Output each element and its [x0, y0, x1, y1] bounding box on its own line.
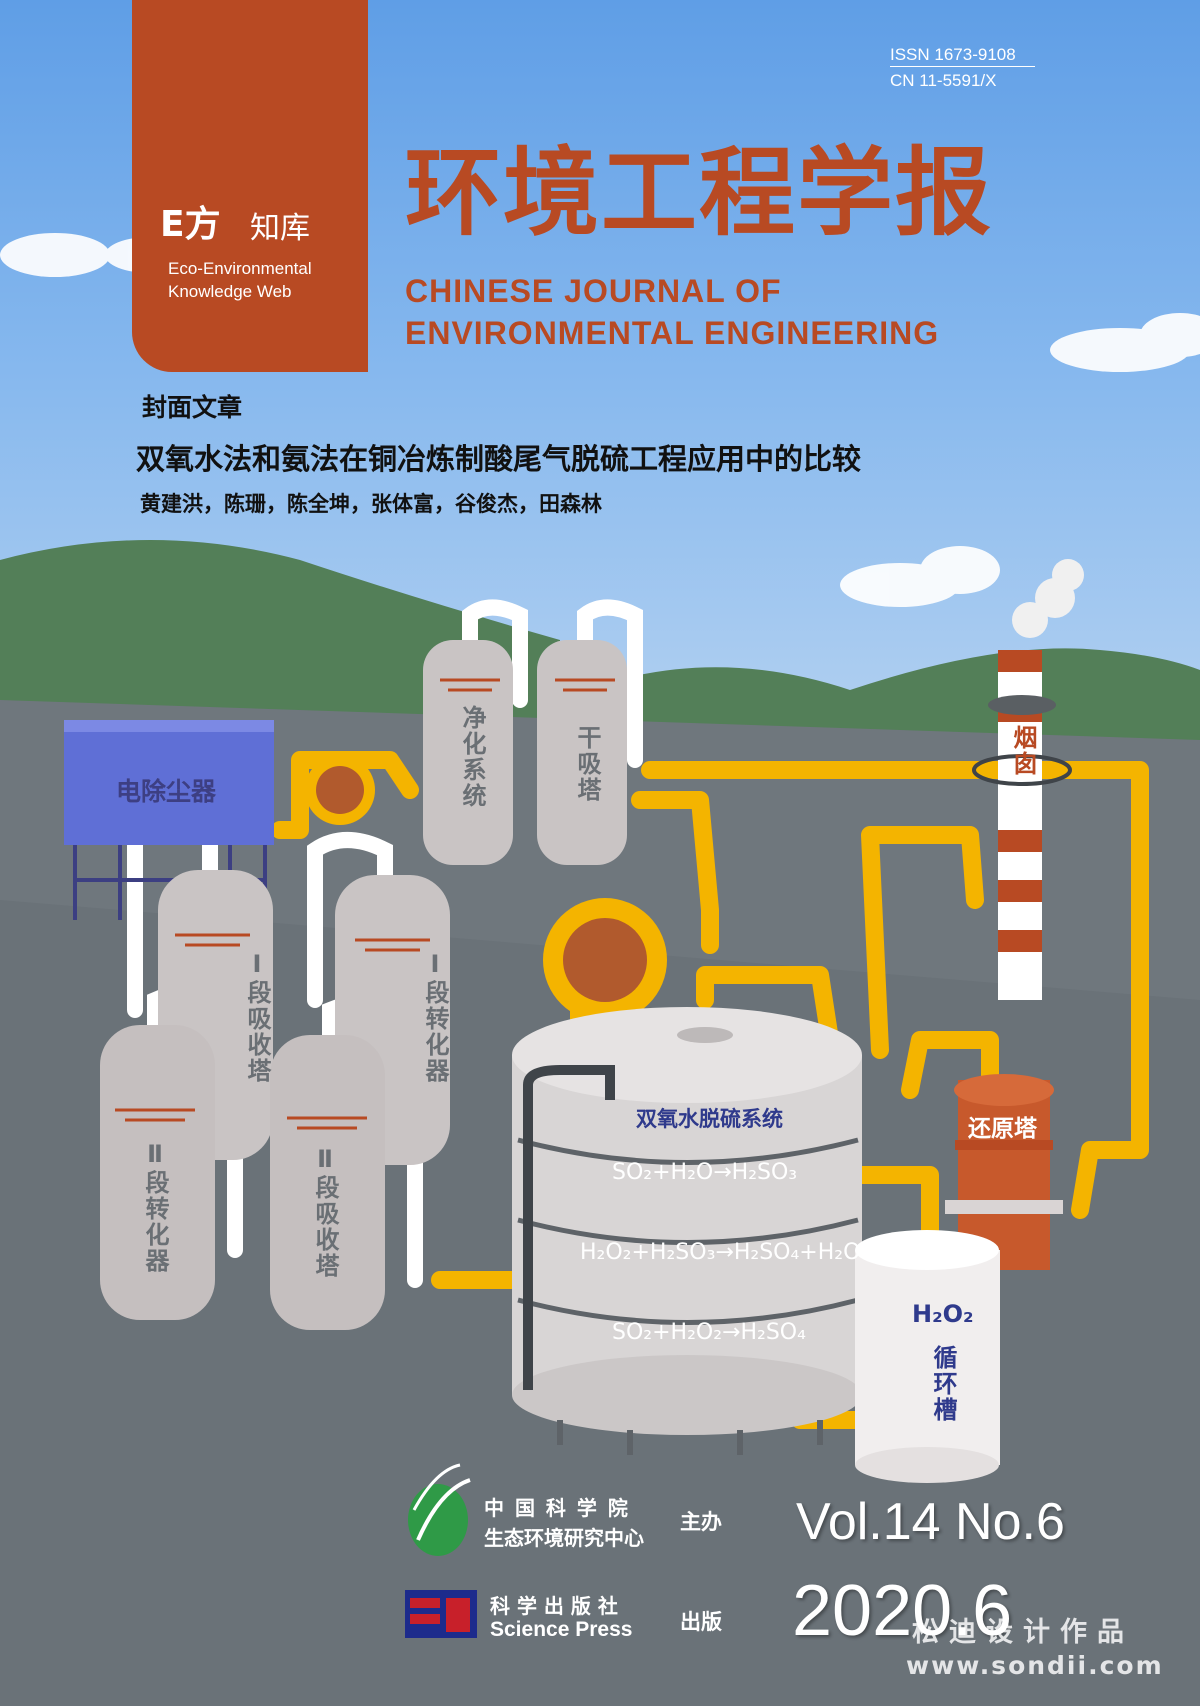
blower-small	[305, 755, 375, 825]
chimney	[972, 559, 1084, 1000]
journal-title-en: CHINESE JOURNAL OF ENVIRONMENTAL ENGINEE…	[405, 273, 940, 351]
cas-name-line2: 生态环境研究中心	[484, 1526, 644, 1550]
watermark-line2: www.sondii.com	[906, 1651, 1164, 1680]
label-conv1: Ⅰ段转化器	[421, 950, 449, 1084]
science-press-cn: 科 学 出 版 社	[490, 1594, 618, 1618]
cover-article-authors: 黄建洪，陈珊，陈全坤，张体富，谷俊杰，田森林	[140, 491, 602, 516]
publish-label: 出版	[680, 1610, 722, 1634]
equation-2: H₂O₂+H₂SO₃→H₂SO₄+H₂O	[580, 1240, 861, 1265]
science-press-logo	[405, 1590, 477, 1638]
label-conv2: Ⅱ段转化器	[141, 1140, 169, 1274]
issue-date: 2020.6	[792, 1571, 1013, 1651]
host-label: 主办	[680, 1510, 722, 1534]
label-dry-tower: 干吸塔	[573, 725, 601, 803]
blower-large	[543, 898, 667, 1035]
label-abs1: Ⅰ段吸收塔	[243, 950, 271, 1084]
front-towers	[100, 1025, 385, 1330]
label-precipitator: 电除尘器	[116, 777, 217, 806]
eco-logo-mark: E方	[160, 204, 221, 245]
equation-3: SO₂+H₂O₂→H₂SO₄	[612, 1320, 806, 1345]
issn-block: ISSN 1673-9108 CN 11-5591/X	[890, 42, 1035, 94]
label-h2o2: H₂O₂	[912, 1300, 974, 1328]
cas-logo	[408, 1463, 471, 1556]
cn-number: CN 11-5591/X	[890, 71, 997, 90]
science-press-en: Science Press	[490, 1618, 633, 1641]
hill-left	[0, 540, 560, 720]
journal-title-cn: 环境工程学报	[405, 137, 993, 249]
issn: ISSN 1673-9108	[890, 45, 1016, 64]
cover-article-title: 双氧水法和氨法在铜冶炼制酸尾气脱硫工程应用中的比较	[136, 442, 862, 476]
label-purify: 净化系统	[458, 705, 486, 809]
desulfurization-tank	[512, 1007, 862, 1455]
label-reduction-tower: 还原塔	[968, 1116, 1037, 1142]
label-chimney: 烟囱	[1009, 725, 1037, 777]
issue-volume: Vol.14 No.6	[796, 1493, 1065, 1551]
brand-tab	[132, 0, 368, 372]
cover-section-label: 封面文章	[142, 393, 243, 422]
eco-logo-en: Eco-Environmental Knowledge Web	[168, 259, 312, 301]
watermark-line1: 松迪设计作品	[912, 1617, 1134, 1648]
label-circulation-tank: 循环槽	[929, 1345, 957, 1423]
cas-name-line1: 中 国 科 学 院	[484, 1496, 630, 1520]
h2o2-tank	[855, 1230, 1000, 1483]
label-desulfurization-system: 双氧水脱硫系统	[636, 1107, 783, 1131]
equation-1: SO₂+H₂O→H₂SO₃	[612, 1160, 798, 1185]
precipitator	[64, 720, 274, 920]
label-abs2: Ⅱ段吸收塔	[311, 1145, 339, 1279]
top-towers	[423, 640, 627, 865]
eco-logo-cn: 知库	[250, 211, 310, 246]
